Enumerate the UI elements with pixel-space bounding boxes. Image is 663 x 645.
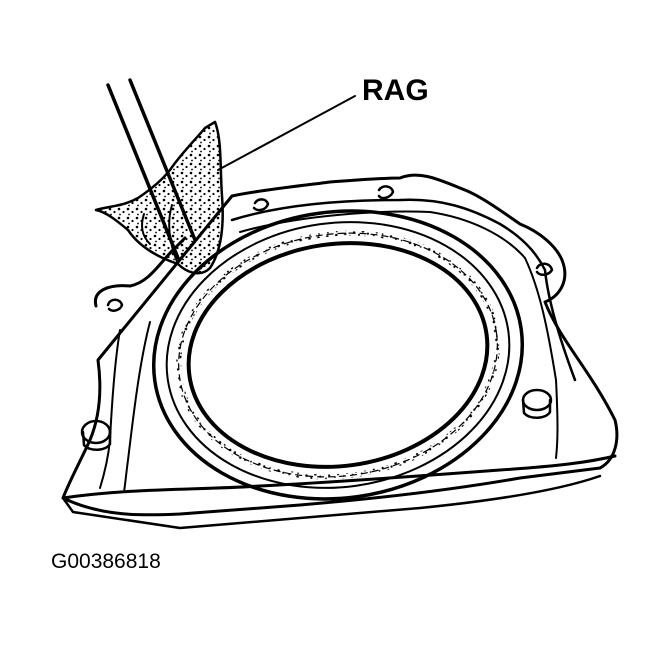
oil-seal — [151, 209, 525, 501]
dowel-pin — [80, 388, 553, 451]
rag-leader-line — [217, 95, 356, 171]
callout-label-rag: RAG — [362, 74, 429, 107]
figure-id: G00386818 — [51, 550, 161, 573]
rag — [94, 120, 224, 275]
bolt-hole-top — [106, 185, 554, 312]
